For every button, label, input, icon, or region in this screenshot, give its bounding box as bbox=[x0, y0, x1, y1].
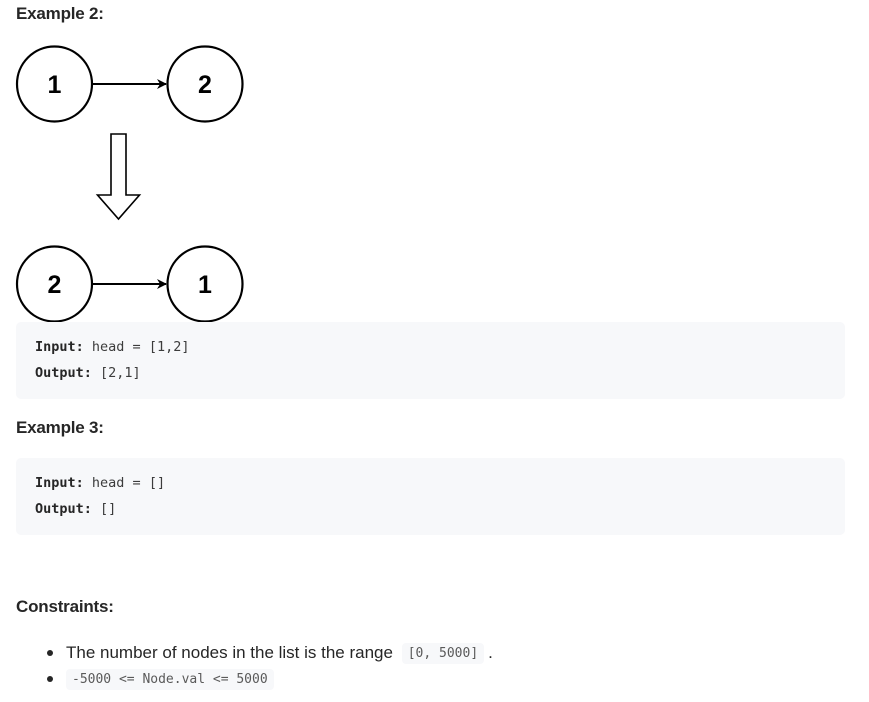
output-line: Output: [] bbox=[35, 501, 116, 517]
bullet-icon bbox=[47, 676, 53, 682]
input-label: Input: bbox=[35, 339, 84, 355]
node-before-2: 2 bbox=[166, 45, 244, 123]
node-label: 2 bbox=[198, 71, 212, 99]
output-label: Output: bbox=[35, 501, 92, 517]
example-2-code-block: Input: head = [1,2] Output: [2,1] bbox=[16, 322, 845, 399]
output-value: [2,1] bbox=[100, 365, 141, 381]
node-after-2: 2 bbox=[15, 245, 94, 323]
constraint-suffix: . bbox=[488, 643, 493, 662]
example-3-heading: Example 3: bbox=[16, 418, 104, 437]
bullet-icon bbox=[47, 650, 53, 656]
output-value: [] bbox=[100, 501, 117, 517]
input-value: head = [] bbox=[91, 475, 166, 491]
node-after-1: 1 bbox=[166, 245, 244, 323]
example-2-heading: Example 2: bbox=[16, 4, 104, 23]
node-label: 1 bbox=[198, 271, 212, 299]
output-label: Output: bbox=[35, 365, 92, 381]
input-value: head = [1,2] bbox=[91, 339, 190, 355]
inline-code: -5000 <= Node.val <= 5000 bbox=[66, 668, 274, 690]
inline-code: [0, 5000] bbox=[401, 642, 485, 664]
node-before-1: 1 bbox=[15, 45, 94, 123]
node-label: 2 bbox=[48, 271, 62, 299]
node-label: 1 bbox=[48, 71, 62, 99]
constraints-heading: Constraints: bbox=[16, 597, 114, 616]
down-arrow-icon bbox=[95, 133, 142, 221]
input-line: Input: head = [] bbox=[35, 475, 165, 491]
example-3-code-block: Input: head = [] Output: [] bbox=[16, 458, 845, 535]
linked-list-reversal-diagram: 1 2 2 1 bbox=[15, 45, 244, 323]
constraint-text: The number of nodes in the list is the r… bbox=[66, 643, 398, 662]
input-line: Input: head = [1,2] bbox=[35, 339, 189, 355]
output-line: Output: [2,1] bbox=[35, 365, 141, 381]
input-label: Input: bbox=[35, 475, 84, 491]
